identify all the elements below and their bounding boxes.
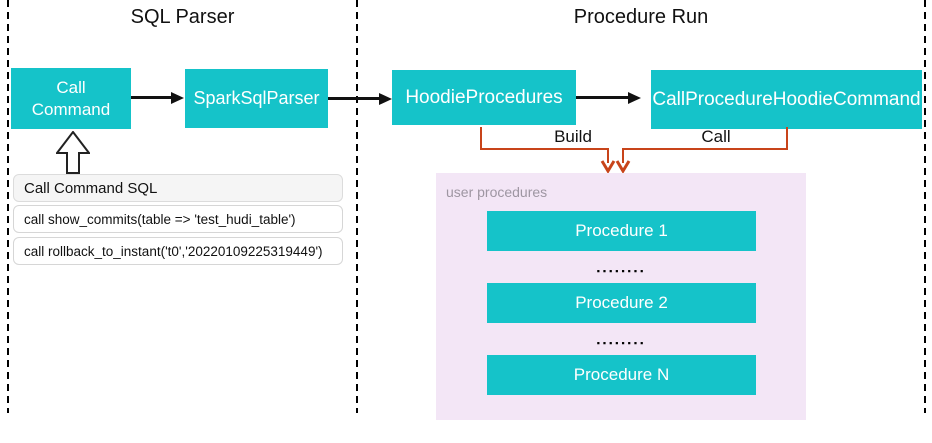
arrowhead-right-icon	[379, 93, 392, 105]
arrowhead-right-icon	[171, 92, 184, 104]
node-procedure-2: Procedure 2	[487, 283, 756, 323]
hollow-up-arrow-icon	[56, 131, 90, 174]
procedure-run-section-title: Procedure Run	[573, 6, 709, 28]
ellipsis-dots: ▪▪▪▪▪▪▪▪	[596, 338, 647, 348]
call-connector-label: Call	[701, 127, 731, 146]
sql-example-row: call show_commits(table => 'test_hudi_ta…	[13, 205, 343, 233]
build-connector-segment	[480, 127, 482, 150]
arrowhead-down-icon	[600, 160, 616, 173]
build-connector-label: Build	[554, 127, 592, 146]
call-connector-segment	[622, 148, 624, 163]
build-connector-segment	[480, 148, 609, 150]
call-connector-segment	[622, 148, 788, 150]
arrowhead-down-icon	[615, 160, 631, 173]
node-call-procedure-hoodie-command: CallProcedureHoodieCommand	[651, 70, 922, 129]
sql-example-row: call rollback_to_instant('t0','202201092…	[13, 237, 343, 265]
node-procedure-n: Procedure N	[487, 355, 756, 395]
sql-parser-section-title: SQL Parser	[130, 6, 235, 28]
build-connector-segment	[607, 148, 609, 163]
node-hoodie-procedures: HoodieProcedures	[392, 70, 576, 125]
section-divider-left	[7, 0, 9, 413]
node-call-command: Call Command	[11, 68, 131, 129]
user-procedures-label: user procedures	[446, 184, 548, 200]
arrow-parser-to-hoodieprocedures	[328, 97, 380, 100]
node-spark-sql-parser: SparkSqlParser	[185, 69, 328, 128]
arrowhead-right-icon	[628, 92, 641, 104]
section-divider-right	[924, 0, 926, 413]
call-connector-segment	[786, 127, 788, 150]
arrow-hoodieprocedures-to-command	[576, 96, 629, 99]
ellipsis-dots: ▪▪▪▪▪▪▪▪	[596, 266, 647, 276]
section-divider-middle	[356, 0, 358, 413]
arrow-callcommand-to-parser	[131, 96, 172, 99]
sql-panel-header: Call Command SQL	[13, 174, 343, 202]
node-procedure-1: Procedure 1	[487, 211, 756, 251]
